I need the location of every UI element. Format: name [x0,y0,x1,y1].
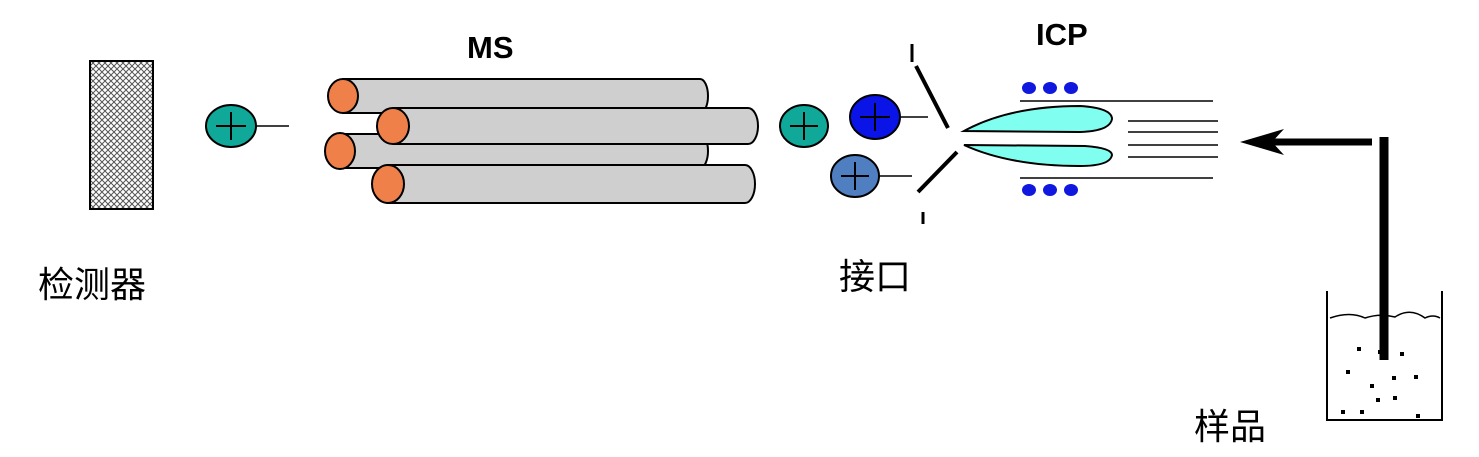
quadrupole-rods [324,78,759,204]
ms-label: MS [467,30,514,65]
ion-to-ms [779,104,829,148]
rod-front-top [376,107,759,145]
left-arrow-icon [1240,129,1389,360]
icp-torch [960,82,1218,196]
beaker-icon [1326,291,1443,421]
interface-label: 接口 [839,257,911,298]
plasma-lower [963,144,1114,168]
detector-block [89,60,154,210]
plus-ion-icon [860,103,890,131]
ion-blue [849,94,928,140]
ion-to-detector [205,104,289,148]
coil-top [1022,82,1078,94]
plus-ion-icon [216,112,246,140]
plus-ion-icon [841,162,869,190]
sample-particles [1341,347,1420,418]
plus-ion-icon [790,112,818,140]
icp-label: ICP [1036,17,1088,52]
ion-steel [830,154,912,198]
rod-front-bottom [371,164,756,204]
sample-label: 样品 [1194,407,1266,448]
plasma-upper [960,104,1114,134]
detector-label: 检测器 [38,265,146,306]
interface-cones [910,44,959,224]
coil-bottom [1022,184,1078,196]
